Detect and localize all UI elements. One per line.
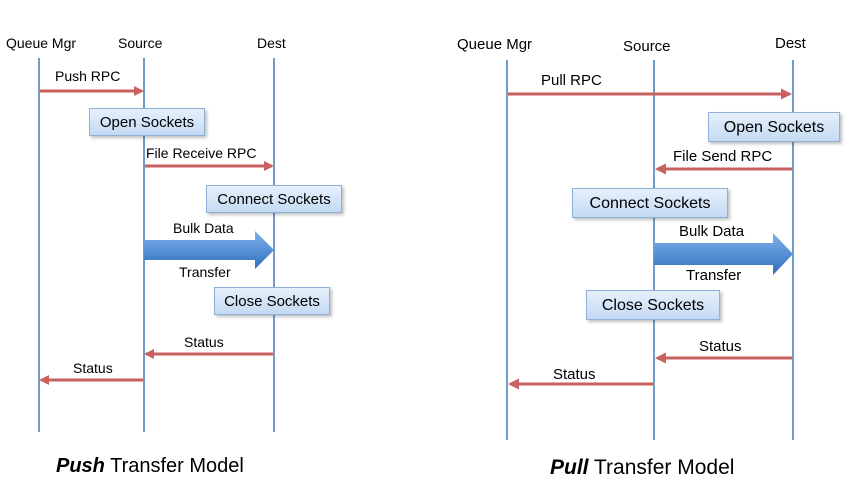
bulk-data-label: Bulk Data — [173, 220, 234, 236]
lane-header-dest: Dest — [775, 35, 806, 52]
transfer-label: Transfer — [686, 267, 742, 284]
status-to-queue-label: Status — [73, 360, 113, 376]
lane-header-dest: Dest — [257, 35, 286, 51]
pull-caption-emphasis: Pull — [550, 456, 589, 479]
pull-diagram-canvas — [506, 60, 794, 440]
push-caption: Push Transfer Model — [56, 455, 244, 478]
close-sockets-box: Close Sockets — [586, 290, 720, 320]
status-to-source-label: Status — [184, 334, 224, 350]
push-rpc-label: Push RPC — [55, 68, 121, 84]
open-sockets-box: Open Sockets — [708, 112, 840, 142]
close-sockets-box: Close Sockets — [214, 287, 330, 315]
push-caption-emphasis: Push — [56, 455, 105, 477]
open-sockets-box: Open Sockets — [89, 108, 205, 136]
pull-caption: Pull Transfer Model — [550, 456, 734, 480]
push-transfer-diagram: Queue Mgr Source Dest Push RPC Open Sock… — [6, 35, 342, 478]
file-send-rpc-label: File Send RPC — [673, 148, 773, 165]
file-receive-rpc-label: File Receive RPC — [146, 145, 257, 161]
connect-sockets-box: Connect Sockets — [206, 185, 342, 213]
lane-header-queue-mgr: Queue Mgr — [457, 36, 533, 53]
bulk-data-arrow — [654, 233, 793, 275]
lane-header-queue-mgr: Queue Mgr — [6, 35, 77, 51]
push-caption-rest: Transfer Model — [104, 455, 244, 477]
pull-caption-rest: Transfer Model — [588, 456, 735, 479]
status-to-source-label: Status — [699, 338, 742, 355]
lane-header-source: Source — [118, 35, 163, 51]
pull-transfer-diagram: Queue Mgr Source Dest Pull RPC Open Sock… — [425, 0, 850, 500]
lane-header-source: Source — [623, 38, 671, 55]
pull-rpc-label: Pull RPC — [541, 72, 602, 89]
connect-sockets-box: Connect Sockets — [572, 188, 728, 218]
bulk-data-arrow — [144, 231, 274, 269]
status-to-queue-label: Status — [553, 366, 596, 383]
bulk-data-label: Bulk Data — [679, 223, 745, 240]
transfer-label: Transfer — [179, 264, 231, 280]
